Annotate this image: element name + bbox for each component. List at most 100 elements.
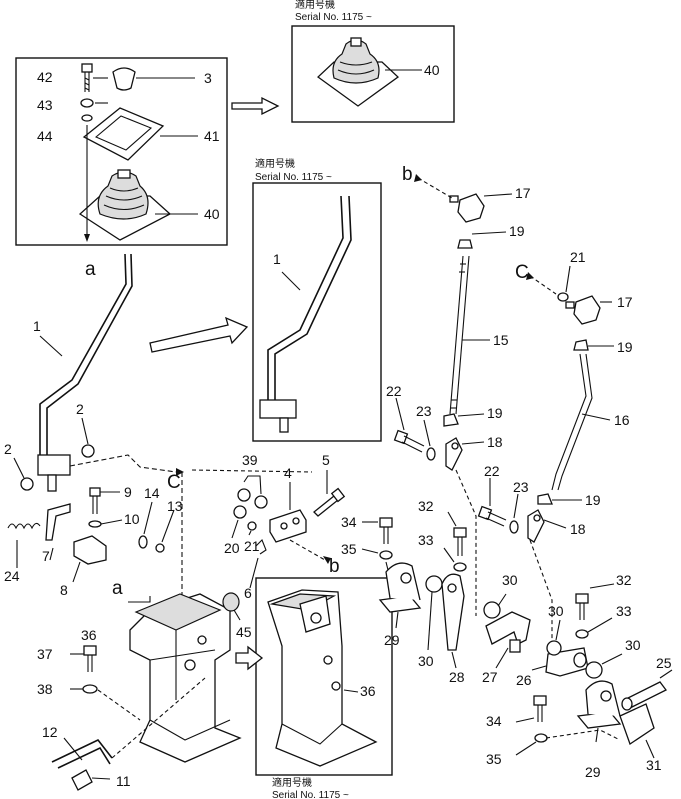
label-41: 41 xyxy=(204,128,220,144)
label-20: 20 xyxy=(224,540,240,556)
label-45: 45 xyxy=(236,624,252,640)
bushing-30-a xyxy=(425,575,443,593)
label-12: 12 xyxy=(42,724,58,740)
rod-end-18 xyxy=(445,437,463,471)
label-17-top: 17 xyxy=(515,185,531,201)
label-37: 37 xyxy=(37,646,53,662)
label-18-lower: 18 xyxy=(570,521,586,537)
label-29-upper: 29 xyxy=(384,632,400,648)
clip-13 xyxy=(155,543,165,553)
serial-note-text-bottom: Serial No. 1175 ~ xyxy=(272,790,349,799)
label-34-upper: 34 xyxy=(341,514,357,530)
washer-38 xyxy=(82,684,98,694)
label-33-left: 33 xyxy=(418,532,434,548)
label-19-lower: 19 xyxy=(585,492,601,508)
bushing-2-left xyxy=(20,477,34,491)
label-13: 13 xyxy=(167,498,183,514)
label-32-right: 32 xyxy=(616,572,632,588)
rod-15 xyxy=(449,255,470,415)
washer-43 xyxy=(80,98,94,108)
label-1: 1 xyxy=(33,318,41,334)
console-36 xyxy=(129,593,242,763)
label-33-right: 33 xyxy=(616,603,632,619)
serial-note-label-top: 適用号機 xyxy=(295,0,335,11)
label-19-mid: 19 xyxy=(487,405,503,421)
nut-19-lower xyxy=(537,493,553,505)
boot-40-serial xyxy=(316,37,400,107)
label-35-lower: 35 xyxy=(486,751,502,767)
label-40: 40 xyxy=(204,206,220,222)
bracket-29-lower xyxy=(576,680,622,729)
label-23-lower: 23 xyxy=(513,479,529,495)
boot-assembly-box xyxy=(15,57,228,246)
cover-41 xyxy=(82,107,165,161)
label-36-serial: 36 xyxy=(360,683,376,699)
bolt-22-upper xyxy=(393,429,425,453)
label-31: 31 xyxy=(646,757,662,773)
label-30-a: 30 xyxy=(418,653,434,669)
lever-1 xyxy=(37,253,133,492)
label-23-upper: 23 xyxy=(416,403,432,419)
label-39: 39 xyxy=(242,452,258,468)
serial-note-label-mid: 適用号機 xyxy=(255,157,295,170)
label-6: 6 xyxy=(244,585,252,601)
joint-17-right xyxy=(565,295,601,325)
label-c-right: C xyxy=(515,262,529,283)
label-9: 9 xyxy=(124,484,132,500)
label-2-right: 2 xyxy=(76,401,84,417)
label-24: 24 xyxy=(4,568,20,584)
label-a-top: a xyxy=(85,259,96,280)
washer-21-right xyxy=(557,292,569,302)
label-3: 3 xyxy=(204,70,212,86)
boot-40 xyxy=(78,169,172,241)
label-19-right: 19 xyxy=(617,339,633,355)
label-30-right: 30 xyxy=(625,637,641,653)
bolt-5 xyxy=(313,487,346,517)
plate-31 xyxy=(619,703,655,746)
washer-21 xyxy=(247,521,257,531)
bolt-22-lower xyxy=(477,505,507,527)
grommet-45 xyxy=(222,592,240,612)
label-25: 25 xyxy=(656,655,672,671)
arrow-to-serial-lever xyxy=(149,316,249,353)
block-8 xyxy=(73,535,107,565)
label-19-top: 19 xyxy=(509,223,525,239)
label-30-b: 30 xyxy=(502,572,518,588)
washer-44 xyxy=(81,114,93,122)
label-b-top: b xyxy=(402,164,413,185)
bolt-37 xyxy=(83,645,97,672)
label-7: 7 xyxy=(42,548,50,564)
label-10: 10 xyxy=(124,511,140,527)
bolt-32-right xyxy=(575,593,589,620)
lever-11 xyxy=(51,739,113,791)
bolt-42 xyxy=(81,63,93,92)
label-42: 42 xyxy=(37,69,53,85)
arrow-to-serial-console xyxy=(235,645,264,671)
bushing-20 xyxy=(233,505,247,519)
washer-35-upper xyxy=(379,550,393,560)
washer-23-upper xyxy=(426,447,436,461)
washer-33-right xyxy=(575,629,589,639)
label-c-left: C xyxy=(167,472,181,493)
label-26: 26 xyxy=(516,672,532,688)
bushing-30-right xyxy=(585,661,603,679)
bolt-9 xyxy=(89,487,101,514)
washer-35-lower xyxy=(534,733,548,743)
washer-33-left xyxy=(453,562,467,572)
label-8: 8 xyxy=(60,582,68,598)
rod-end-18-lower xyxy=(527,509,545,543)
bushing-39-b xyxy=(254,495,268,509)
serial-boot-box xyxy=(291,25,455,123)
label-4: 4 xyxy=(284,465,292,481)
plate-7 xyxy=(45,503,71,541)
bolt-34-upper xyxy=(379,517,393,544)
label-38: 38 xyxy=(37,681,53,697)
label-16: 16 xyxy=(614,412,630,428)
nut-19-right xyxy=(573,339,589,351)
bolt-32-left xyxy=(453,527,467,556)
label-35-upper: 35 xyxy=(341,541,357,557)
bushing-2-right xyxy=(81,444,95,458)
label-17-right: 17 xyxy=(617,294,633,310)
console-36-serial xyxy=(267,589,378,767)
